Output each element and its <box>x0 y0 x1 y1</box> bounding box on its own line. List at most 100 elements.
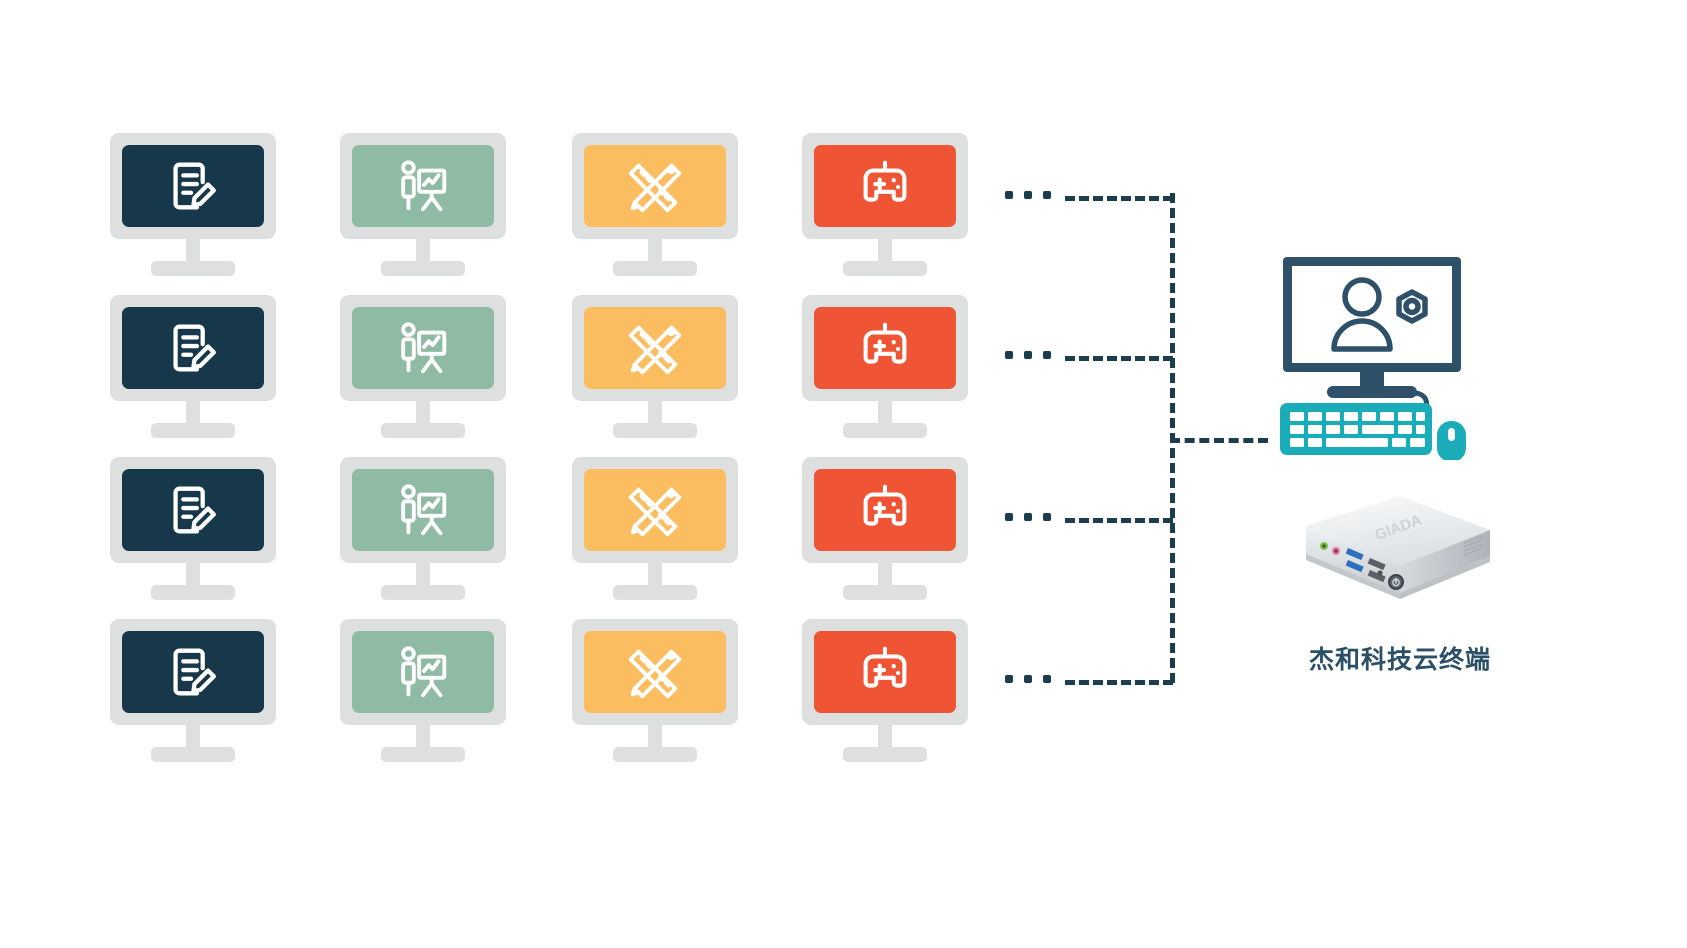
monitor-screen <box>122 469 264 551</box>
monitor-screen <box>352 631 494 713</box>
game-controller-icon <box>863 322 907 364</box>
row-ellipsis <box>1005 675 1051 683</box>
client-monitor[interactable] <box>572 133 738 278</box>
monitor-screen <box>352 307 494 389</box>
row-ellipsis <box>1005 513 1051 521</box>
terminal-caption: 杰和科技云终端 <box>1308 646 1491 674</box>
monitor-base <box>613 423 697 438</box>
monitor-neck <box>416 239 430 264</box>
ellipsis-dot <box>1024 351 1032 359</box>
monitor-screen <box>122 145 264 227</box>
vent-grille <box>1463 535 1483 556</box>
monitor-base <box>381 747 465 762</box>
monitor-neck <box>186 725 200 750</box>
presentation-chart-icon <box>401 484 447 536</box>
monitor-base <box>151 423 235 438</box>
pencil-ruler-icon <box>628 649 682 699</box>
client-monitor[interactable] <box>572 619 738 764</box>
client-monitor[interactable] <box>802 619 968 764</box>
monitor-base <box>843 261 927 276</box>
client-monitor[interactable] <box>572 457 738 602</box>
ellipsis-dot <box>1043 191 1051 199</box>
monitor-screen <box>814 631 956 713</box>
monitor-base <box>381 585 465 600</box>
ellipsis-dot <box>1005 191 1013 199</box>
monitor-screen <box>352 469 494 551</box>
client-monitor[interactable] <box>572 295 738 440</box>
monitor-screen <box>122 307 264 389</box>
monitor-screen <box>584 631 726 713</box>
game-controller-icon <box>863 484 907 526</box>
row-ellipsis <box>1005 351 1051 359</box>
monitor-base <box>381 261 465 276</box>
monitor-neck <box>648 563 662 588</box>
monitor-neck <box>186 239 200 264</box>
user-gear-icon <box>1331 277 1428 352</box>
client-monitor[interactable] <box>802 457 968 602</box>
client-monitor[interactable] <box>802 295 968 440</box>
branch-line-row-1 <box>1065 196 1173 201</box>
monitor-neck <box>416 563 430 588</box>
monitor-screen <box>584 469 726 551</box>
presentation-chart-icon <box>401 160 447 212</box>
monitor-base <box>843 585 927 600</box>
branch-line-row-3 <box>1065 518 1173 523</box>
pencil-ruler-icon <box>628 487 682 537</box>
monitor-base <box>613 747 697 762</box>
client-monitor[interactable] <box>802 133 968 278</box>
terminal-link-line <box>1170 438 1268 443</box>
document-edit-icon <box>173 486 216 534</box>
client-monitor[interactable] <box>340 133 506 278</box>
client-monitor[interactable] <box>340 457 506 602</box>
monitor-neck <box>648 725 662 750</box>
mini-pc-device[interactable]: GIADA <box>1268 490 1493 615</box>
presentation-chart-icon <box>401 646 447 698</box>
pencil-ruler-icon <box>628 163 682 213</box>
monitor-base <box>843 747 927 762</box>
monitor-screen <box>122 631 264 713</box>
client-monitor[interactable] <box>110 295 276 440</box>
monitor-screen <box>814 145 956 227</box>
monitor-neck <box>878 725 892 750</box>
terminal-workstation[interactable] <box>1280 255 1480 462</box>
client-monitor[interactable] <box>110 619 276 764</box>
branch-line-row-4 <box>1065 680 1173 685</box>
presentation-chart-icon <box>401 322 447 374</box>
monitor-screen <box>814 307 956 389</box>
ellipsis-dot <box>1024 675 1032 683</box>
ellipsis-dot <box>1024 513 1032 521</box>
monitor-base <box>843 423 927 438</box>
document-edit-icon <box>173 162 216 210</box>
game-controller-icon <box>863 160 907 202</box>
ellipsis-dot <box>1043 675 1051 683</box>
monitor-screen <box>584 145 726 227</box>
client-monitor[interactable] <box>340 619 506 764</box>
monitor-neck <box>186 563 200 588</box>
monitor-base <box>151 261 235 276</box>
monitor-base <box>151 747 235 762</box>
terminal-monitor-icon <box>1283 257 1461 398</box>
monitor-neck <box>878 239 892 264</box>
pencil-ruler-icon <box>628 325 682 375</box>
keyboard-icon <box>1280 403 1432 455</box>
client-monitor[interactable] <box>110 133 276 278</box>
branch-line-row-2 <box>1065 356 1173 361</box>
ellipsis-dot <box>1024 191 1032 199</box>
ellipsis-dot <box>1005 675 1013 683</box>
monitor-base <box>151 585 235 600</box>
monitor-neck <box>416 725 430 750</box>
monitor-screen <box>584 307 726 389</box>
monitor-screen <box>814 469 956 551</box>
client-monitor[interactable] <box>340 295 506 440</box>
document-edit-icon <box>173 648 216 696</box>
monitor-neck <box>416 401 430 426</box>
monitor-base <box>613 261 697 276</box>
monitor-neck <box>878 563 892 588</box>
mouse-icon <box>1437 421 1466 462</box>
game-controller-icon <box>863 646 907 688</box>
row-ellipsis <box>1005 191 1051 199</box>
ellipsis-dot <box>1005 513 1013 521</box>
client-monitor[interactable] <box>110 457 276 602</box>
monitor-base <box>381 423 465 438</box>
